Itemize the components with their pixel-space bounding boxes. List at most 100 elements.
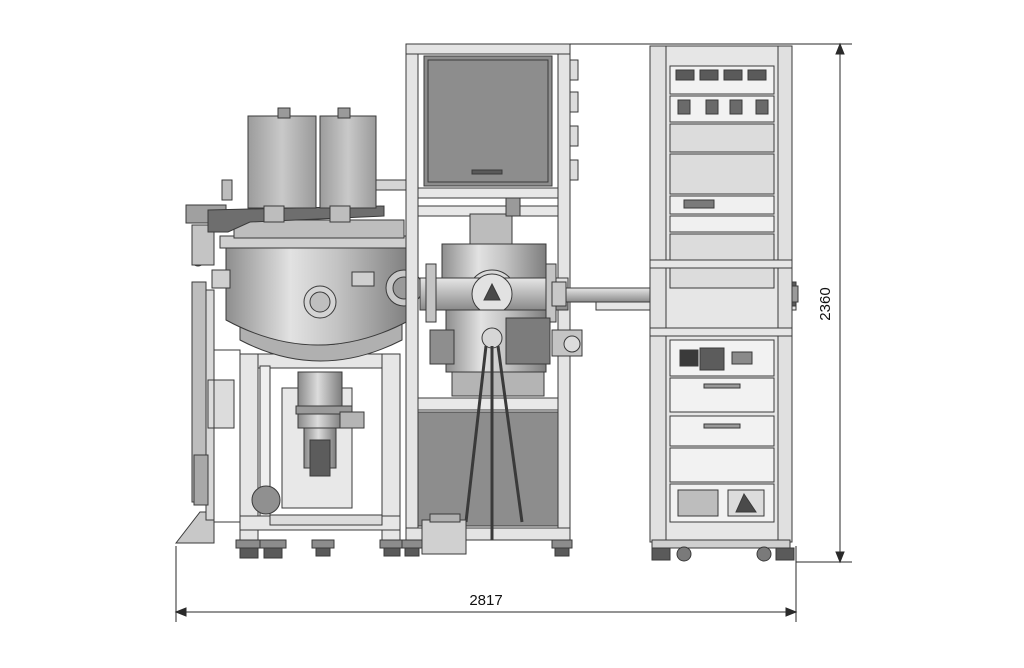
mid-frame-beam-1: [417, 187, 559, 199]
tripod-leg-3: [496, 345, 524, 523]
mid-frame-side-handle-1: [569, 59, 579, 81]
supply-display: [731, 351, 753, 365]
source-box-right: [319, 115, 377, 209]
left-slide-block: [207, 379, 235, 429]
height-dimension-label: 2360: [817, 287, 834, 320]
switch-block-4: [755, 99, 769, 115]
vent-logo-mark: [735, 492, 757, 513]
left-assembly: [174, 107, 423, 559]
controller-display-1: [675, 69, 695, 81]
controller-display-2: [699, 69, 719, 81]
power-1-display: [683, 199, 715, 209]
height-arrow-top: [835, 42, 845, 55]
rack-divider: [649, 259, 793, 269]
pump-side-valve: [339, 411, 365, 429]
lower-frame-beam: [269, 514, 383, 526]
rack-right-rail: [777, 45, 793, 543]
mid-frame-beam-3: [417, 397, 559, 411]
rack-blank-4: [669, 267, 775, 289]
vent-grille: [677, 489, 719, 517]
foot-3-pad: [315, 547, 331, 557]
foot-1: [235, 539, 263, 549]
foot-4: [379, 539, 405, 549]
rack-divider-2: [649, 327, 793, 337]
rack-blank-3: [669, 233, 775, 261]
pump-lower: [309, 439, 331, 477]
heater-1-handle: [703, 383, 741, 389]
mid-frame-side-handle-3: [569, 125, 579, 147]
rack-module-generator: [669, 447, 775, 483]
rack-foot-left: [651, 547, 671, 561]
left-column-lower: [193, 454, 209, 506]
transfer-bottom-cone: [451, 371, 545, 397]
rack-module-heater-1: [669, 377, 775, 413]
tripod-leg-1: [464, 345, 488, 523]
caster-right: [756, 546, 772, 562]
foot-4-pad: [383, 547, 401, 557]
controller-display-4: [747, 69, 767, 81]
switch-block-3: [729, 99, 743, 115]
foot-1-pad: [239, 547, 259, 559]
source-neck-left: [263, 205, 285, 223]
rack-blank-2: [669, 153, 775, 195]
foot-2: [259, 539, 287, 549]
mid-foot-left: [401, 539, 423, 549]
supply-panel: [699, 347, 725, 371]
electronics-rack: [649, 45, 795, 562]
rack-module-heater-2: [669, 415, 775, 447]
transfer-side-gauge-dial: [563, 335, 581, 353]
chamber-lid: [233, 219, 405, 239]
supply-switch: [679, 349, 699, 367]
rod-flange: [551, 281, 567, 307]
pump-body: [297, 371, 343, 429]
mid-frame-upper-panel: [423, 55, 553, 187]
dimension-annotations: [174, 42, 852, 622]
left-valve: [191, 224, 215, 266]
rack-blank-1: [669, 123, 775, 153]
tripod-base-box-top: [429, 513, 461, 523]
tripod-base-box: [421, 519, 467, 555]
mid-foot-right-pad: [554, 547, 570, 557]
source-neck-right: [329, 205, 351, 223]
height-arrow-bottom: [835, 551, 845, 564]
transfer-left-gauge: [429, 329, 455, 365]
transfer-top-valve: [505, 197, 521, 217]
mid-frame-upper-panel-inner: [427, 59, 549, 183]
foot-2-pad: [263, 547, 283, 559]
rack-foot-right: [775, 547, 795, 561]
mid-frame-left-post: [405, 43, 419, 545]
source-box-left-cap: [277, 107, 291, 119]
width-dimension-label: 2817: [469, 592, 502, 609]
rack-caster-base: [651, 539, 791, 549]
chamber-left-port: [211, 269, 231, 289]
transfer-top-housing: [469, 213, 513, 245]
transfer-lower-pump: [505, 317, 551, 365]
transfer-center-mark: [483, 282, 501, 301]
width-arrow-right: [785, 607, 798, 617]
top-right-tube: [375, 179, 407, 191]
mid-frame-side-handle-4: [569, 159, 579, 181]
switch-block-2: [705, 99, 719, 115]
mid-frame-label: [471, 169, 503, 175]
transfer-left-flange: [425, 263, 437, 323]
transfer-chamber: [419, 197, 583, 555]
mid-frame-top: [405, 43, 571, 55]
wheel-motor: [251, 485, 281, 515]
mid-frame-side-handle-2: [569, 91, 579, 113]
transfer-lower-port: [481, 327, 503, 349]
switch-block-1: [677, 99, 691, 115]
rack-module-power-2: [669, 215, 775, 233]
mid-foot-left-pad: [404, 547, 420, 557]
caster-left: [676, 546, 692, 562]
cable-left: [213, 349, 241, 523]
middle-frame: [401, 43, 579, 557]
mid-foot-right: [551, 539, 573, 549]
source-box-right-cap: [337, 107, 351, 119]
chamber-side-port: [351, 271, 375, 287]
source-box-left: [247, 115, 317, 209]
width-arrow-left: [174, 607, 187, 617]
pump-flange: [295, 405, 353, 415]
mid-frame-lower-panel: [417, 411, 559, 527]
chamber-viewport-inner: [309, 291, 331, 313]
